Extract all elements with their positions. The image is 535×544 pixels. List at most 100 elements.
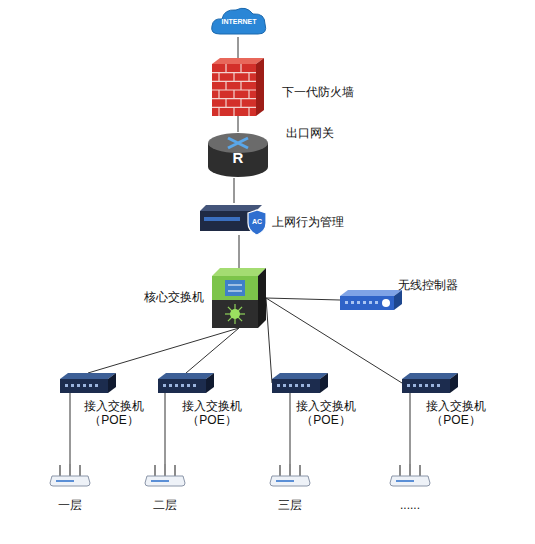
switch-port [413, 384, 416, 387]
controller-port [363, 301, 366, 304]
core-hub [230, 309, 240, 319]
switch-port [431, 384, 434, 387]
switch-port [437, 384, 440, 387]
switch-port [283, 384, 286, 387]
access-switch: 接入交换机 （POE） [60, 373, 116, 393]
controller-port [345, 301, 348, 304]
ap-body [270, 476, 310, 486]
controller-port [375, 301, 378, 304]
switch-top [402, 373, 458, 379]
switch-port [163, 384, 166, 387]
appliance-strip [204, 217, 240, 221]
brick-line [248, 90, 249, 99]
network-link [238, 116, 239, 132]
core-upper [212, 276, 258, 300]
brick-line [248, 107, 249, 116]
wireless-controller-icon [340, 288, 402, 312]
core-arrows [228, 285, 242, 291]
switch-front [402, 379, 450, 393]
ap-light [151, 480, 169, 482]
network-link [266, 298, 402, 383]
access-point-icon [390, 464, 430, 486]
device-label: ...... [380, 498, 440, 512]
switch-port [301, 384, 304, 387]
switch-port [83, 384, 86, 387]
network-link [266, 298, 272, 383]
internet-cloud: INTERNET [210, 5, 268, 37]
access-switch-icon [272, 373, 328, 393]
device-label: 接入交换机 （POE） [178, 399, 246, 427]
access-point-icon [270, 464, 310, 486]
core-side [258, 268, 266, 328]
ap-body [145, 476, 185, 486]
switch-port [407, 384, 410, 387]
core-top [212, 268, 266, 276]
core-switch-icon [212, 268, 266, 328]
controller-port [369, 301, 372, 304]
firewall-front [212, 64, 256, 116]
ap-light [396, 480, 414, 482]
switch-top [60, 373, 116, 379]
switch-port [419, 384, 422, 387]
switch-side [320, 373, 328, 393]
device-label: 接入交换机 （POE） [80, 399, 148, 427]
switch-top [158, 373, 214, 379]
ap-antenna [155, 464, 175, 476]
firewall-side [256, 58, 264, 116]
ap-antenna [60, 464, 80, 476]
access-point: 一层 [50, 464, 90, 486]
switch-port [95, 384, 98, 387]
access-point: 二层 [145, 464, 185, 486]
access-switch: 接入交换机 （POE） [402, 373, 458, 393]
device-label: 二层 [135, 498, 195, 512]
network-link [290, 393, 291, 464]
brick-line [233, 90, 234, 99]
switch-side [450, 373, 458, 393]
device-label: 无线控制器 [398, 278, 458, 292]
brick-line [233, 107, 234, 116]
access-switch-icon [60, 373, 116, 393]
appliance-top [200, 205, 262, 211]
device-label: INTERNET [210, 18, 268, 26]
router-device: R出口网关 [208, 132, 268, 178]
switch-front [60, 379, 108, 393]
network-link [410, 393, 411, 464]
icon-letters: R [208, 150, 268, 166]
device-label: 下一代防火墙 [282, 85, 354, 99]
network-link [88, 328, 239, 373]
controller-side [394, 290, 402, 310]
ap-antenna [280, 464, 300, 476]
ap-body [390, 476, 430, 486]
ap-light [56, 480, 74, 482]
switch-port [295, 384, 298, 387]
switch-front [158, 379, 206, 393]
router-arrows [228, 138, 248, 148]
firewall-device-icon [212, 58, 264, 116]
brick-line [240, 64, 241, 73]
network-link [266, 298, 340, 300]
brick-line [225, 81, 226, 90]
network-link [165, 393, 166, 464]
device-label: 核心交换机 [144, 290, 204, 304]
ap-light [276, 480, 294, 482]
device-label: 上网行为管理 [272, 215, 344, 229]
icon-letters: AC [248, 218, 266, 226]
device-label: 一层 [40, 498, 100, 512]
network-link [234, 178, 235, 203]
core-switch: 核心交换机 [212, 268, 266, 328]
brick-line [218, 90, 219, 99]
switch-front [272, 379, 320, 393]
network-link [239, 235, 240, 268]
switch-top [272, 373, 328, 379]
brick-line [233, 73, 234, 82]
brick-line [225, 64, 226, 73]
access-point: 三层 [270, 464, 310, 486]
device-label: 接入交换机 （POE） [292, 399, 360, 427]
switch-port [193, 384, 196, 387]
access-switch: 接入交换机 （POE） [272, 373, 328, 393]
switch-port [65, 384, 68, 387]
device-label: 三层 [260, 498, 320, 512]
controller-front [340, 296, 394, 310]
brick-line [218, 107, 219, 116]
